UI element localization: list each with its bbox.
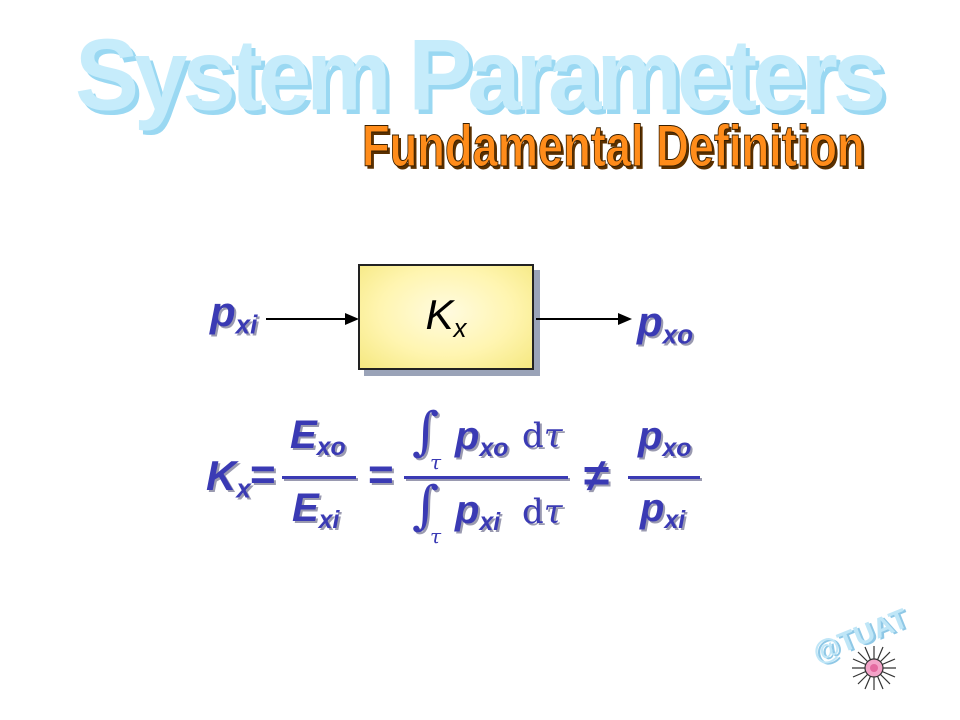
equals-sign-1: = <box>250 450 276 499</box>
fraction2-denominator-dtau: dτ <box>522 492 563 532</box>
fraction3-numerator: pxo <box>638 414 692 462</box>
integral-limit-denominator: τ <box>430 524 442 548</box>
fraction3-bar <box>628 476 700 479</box>
page-title: System Parameters <box>75 19 886 132</box>
fraction1-denominator: Exi <box>292 486 340 534</box>
integral-limit-numerator: τ <box>430 450 442 474</box>
fraction2-denominator-term: pxi <box>455 488 501 536</box>
integral-sign-denominator: ∫ <box>412 476 440 536</box>
input-signal-label: pxi <box>210 288 258 340</box>
input-arrowhead-icon <box>345 313 359 325</box>
fraction1-bar <box>282 476 356 479</box>
output-arrowhead-icon <box>618 313 632 325</box>
fraction3-denominator: pxi <box>640 486 686 534</box>
fraction2-numerator-term: pxo <box>455 414 509 462</box>
input-arrow-line <box>266 318 350 320</box>
flower-logo-icon <box>852 646 896 690</box>
page-subtitle: Fundamental Definition <box>362 114 865 179</box>
transfer-block-label: Kx <box>425 290 467 343</box>
equation-lhs: Kx <box>206 452 251 504</box>
output-signal-label: pxo <box>637 298 694 350</box>
not-equal-sign: ≠ <box>584 449 610 501</box>
equals-sign-2: = <box>368 450 394 499</box>
output-arrow-line <box>536 318 622 320</box>
fraction2-bar <box>404 476 568 479</box>
fraction1-numerator: Exo <box>290 413 346 461</box>
fraction2-numerator-dtau: dτ <box>522 416 563 456</box>
transfer-block: Kx <box>358 264 534 370</box>
integral-sign-numerator: ∫ <box>412 402 440 462</box>
